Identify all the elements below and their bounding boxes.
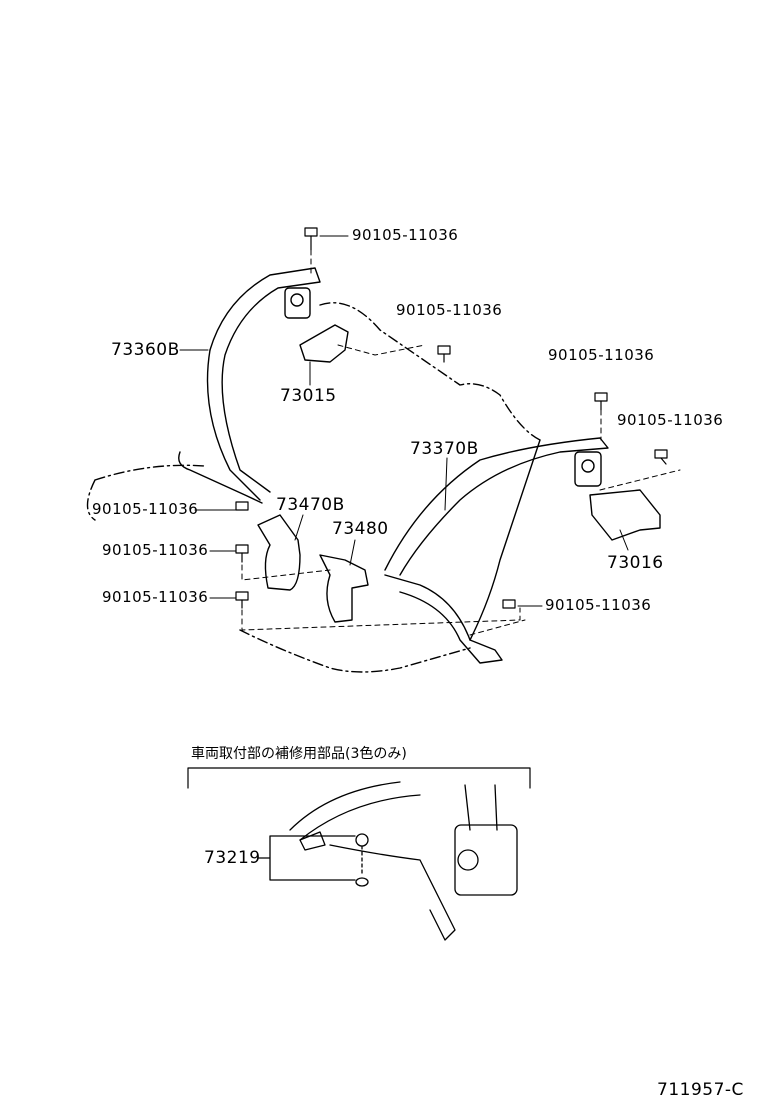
leader-lines <box>179 235 629 607</box>
inset-caption: 車両取付部の補修用部品(3色のみ) <box>191 746 407 762</box>
bolt-icons <box>235 227 668 609</box>
label-inset-part: 73219 <box>204 848 261 868</box>
label-bolt-right-upper: 90105-11036 <box>548 346 655 364</box>
label-buckle-right: 73480 <box>332 519 389 539</box>
diagram-id: 711957-C <box>657 1080 744 1100</box>
cover-73016 <box>589 489 661 541</box>
label-bolt-left-3: 90105-11036 <box>102 588 209 606</box>
label-bolt-right-lower: 90105-11036 <box>545 596 652 614</box>
buckle-73470B <box>257 514 301 591</box>
seat-outline <box>86 464 471 673</box>
label-bolt-top: 90105-11036 <box>352 226 459 244</box>
label-cover-right: 73016 <box>607 553 664 573</box>
left-belt <box>178 267 321 504</box>
seat-back-outline <box>319 302 541 441</box>
label-bolt-right-side: 90105-11036 <box>617 411 724 429</box>
label-belt-left: 73360B <box>111 340 180 360</box>
buckle-73480 <box>319 554 369 623</box>
label-belt-right: 73370B <box>410 439 479 459</box>
label-bolt-left-2: 90105-11036 <box>102 541 209 559</box>
label-bolt-left-1: 90105-11036 <box>92 500 199 518</box>
seat-back-curve <box>469 439 541 641</box>
inset-bracket <box>187 767 531 789</box>
right-belt <box>384 437 609 664</box>
guide-lines <box>241 249 681 636</box>
label-buckle-left: 73470B <box>276 495 345 515</box>
label-bolt-mid: 90105-11036 <box>396 301 503 319</box>
label-cover-left: 73015 <box>280 386 337 406</box>
inset-drawing <box>257 781 518 941</box>
cover-73015 <box>299 324 349 363</box>
